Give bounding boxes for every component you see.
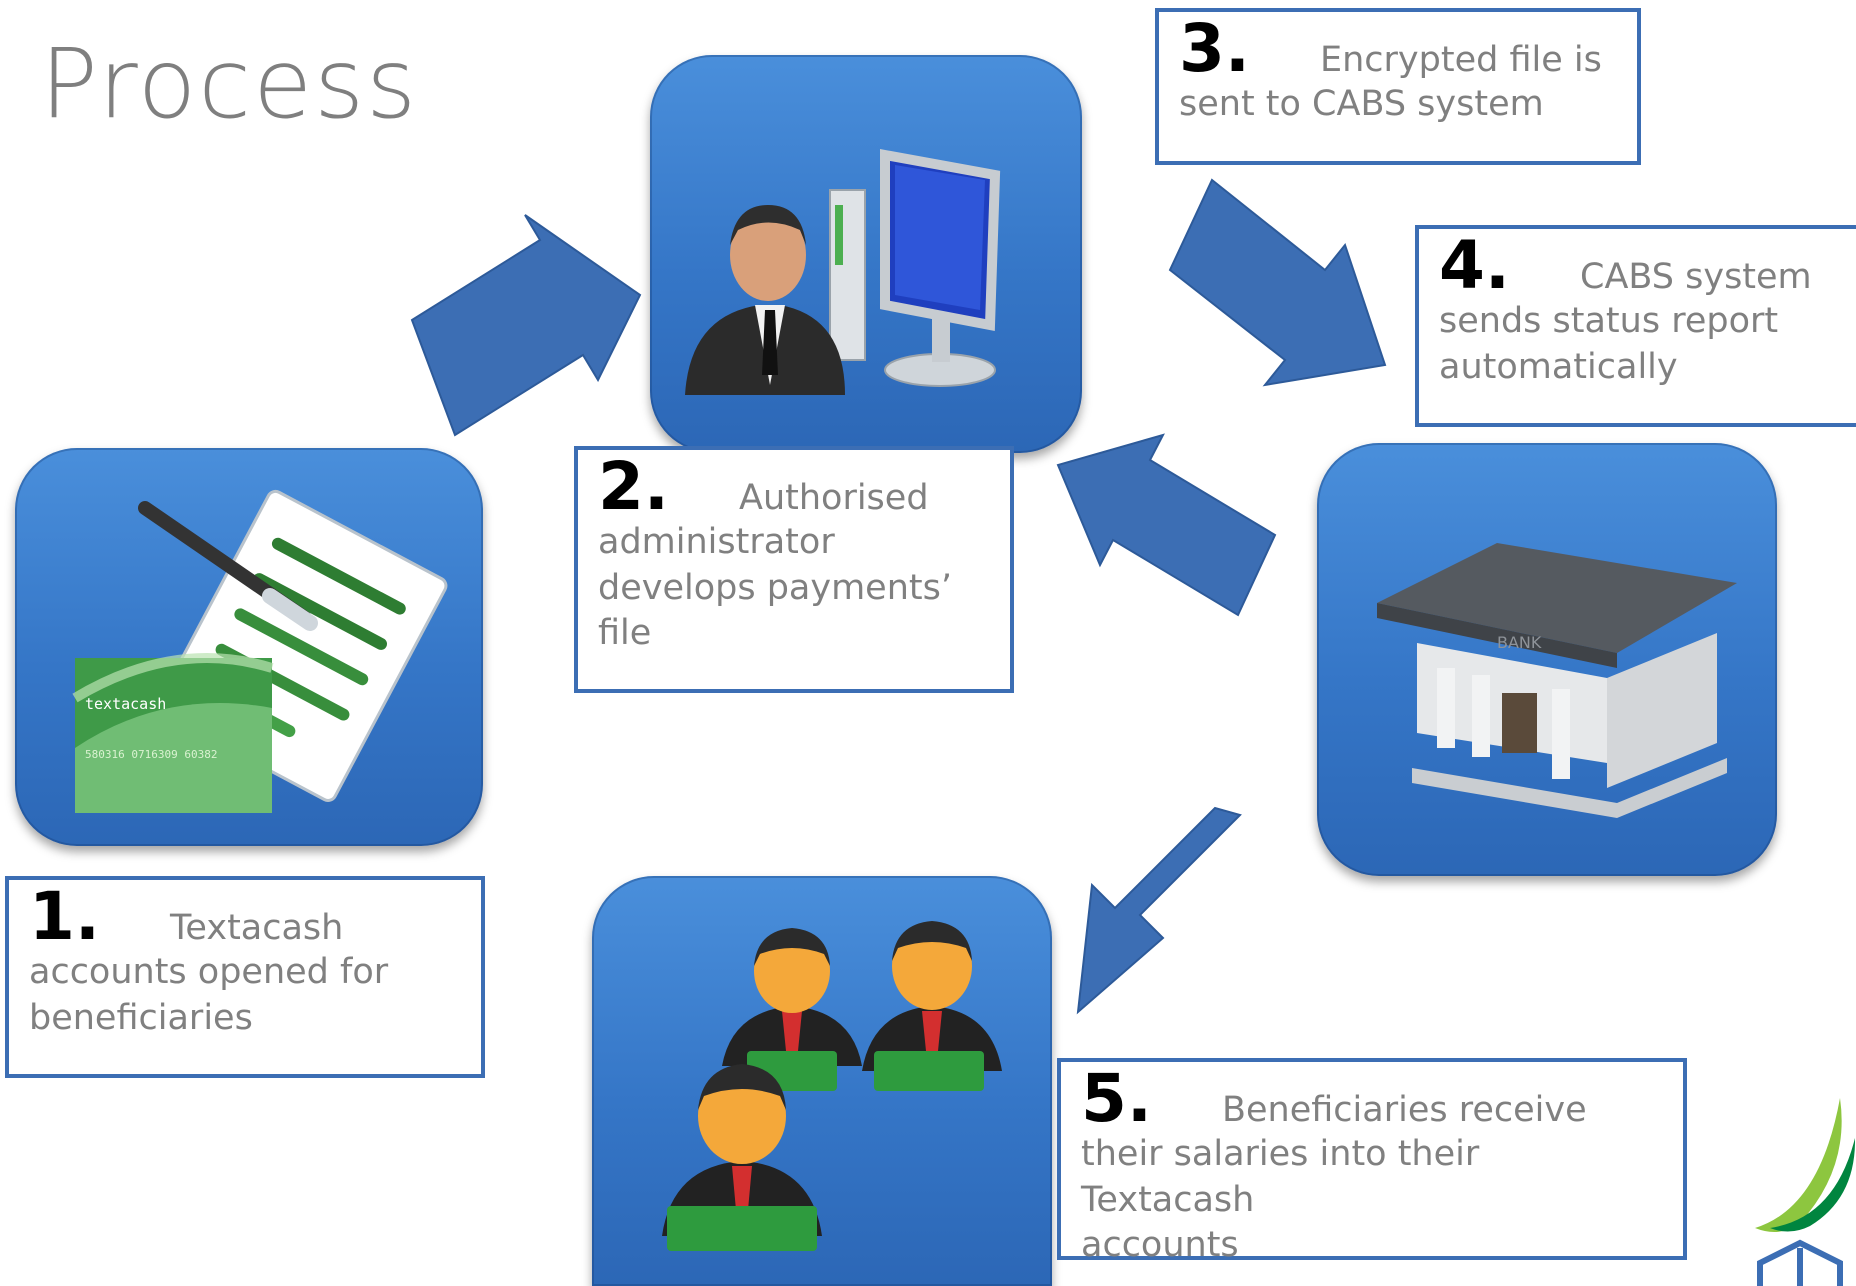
people-tile	[592, 876, 1052, 1286]
step-5-line-2: their salaries into their Textacash	[1081, 1134, 1480, 1220]
step-4-number: 4.	[1439, 227, 1510, 304]
step-1-box: 1. Textacash accounts opened for benefici…	[5, 876, 485, 1078]
step-1-line-2: accounts opened for	[29, 952, 389, 992]
page-title: Process	[40, 28, 419, 140]
step-4-line-3: automatically	[1439, 346, 1678, 387]
arrow-1-to-2	[410, 214, 642, 437]
step-2-line-3: develops payments’	[598, 567, 952, 608]
bank-tile: BANK	[1317, 443, 1777, 876]
bank-sign: BANK	[1497, 633, 1542, 652]
step-4-line-2: sends status report	[1439, 301, 1779, 341]
people-money-icon	[662, 921, 1002, 1251]
step-3-line-1: Encrypted file is	[1320, 40, 1602, 80]
step-1-number: 1.	[29, 878, 100, 955]
step-3-number: 3.	[1179, 10, 1250, 87]
arrow-bank-to-5	[1076, 806, 1242, 1015]
card-brand: textacash	[85, 695, 167, 713]
step-2-line-1: Authorised	[739, 478, 929, 518]
step-2-line-4: file	[598, 613, 652, 653]
step-2-box: 2. Authorised administrator develops paym…	[574, 446, 1014, 693]
admin-tile	[650, 55, 1082, 453]
step-5-number: 5.	[1081, 1060, 1152, 1137]
arrow-3-to-4	[1168, 178, 1387, 387]
step-2-line-2: administrator	[598, 522, 835, 562]
bank-building-icon: BANK	[1377, 543, 1737, 818]
step-2-number: 2.	[598, 448, 669, 525]
step-5-line-1: Beneficiaries receive	[1222, 1090, 1587, 1130]
step-5-line-3: accounts	[1081, 1225, 1239, 1265]
admin-computer-icon	[685, 149, 1001, 395]
step-4-box: 4. CABS system sends status report automa…	[1415, 225, 1856, 427]
card-number: 580316 0716309 60382	[85, 748, 218, 761]
document-pen-icon	[72, 489, 448, 813]
arrow-4-to-2	[1056, 433, 1277, 617]
company-logo-icon	[1755, 1098, 1856, 1286]
step-1-line-3: beneficiaries	[29, 997, 253, 1038]
step-1-line-1: Textacash	[170, 908, 344, 948]
step-3-box: 3. Encrypted file is sent to CABS system	[1155, 8, 1641, 165]
step-5-box: 5. Beneficiaries receive their salaries i…	[1057, 1058, 1687, 1265]
step-3-line-2: sent to CABS system	[1179, 84, 1544, 124]
document-tile: textacash 580316 0716309 60382	[15, 448, 483, 846]
step-4-line-1: CABS system	[1580, 257, 1812, 297]
